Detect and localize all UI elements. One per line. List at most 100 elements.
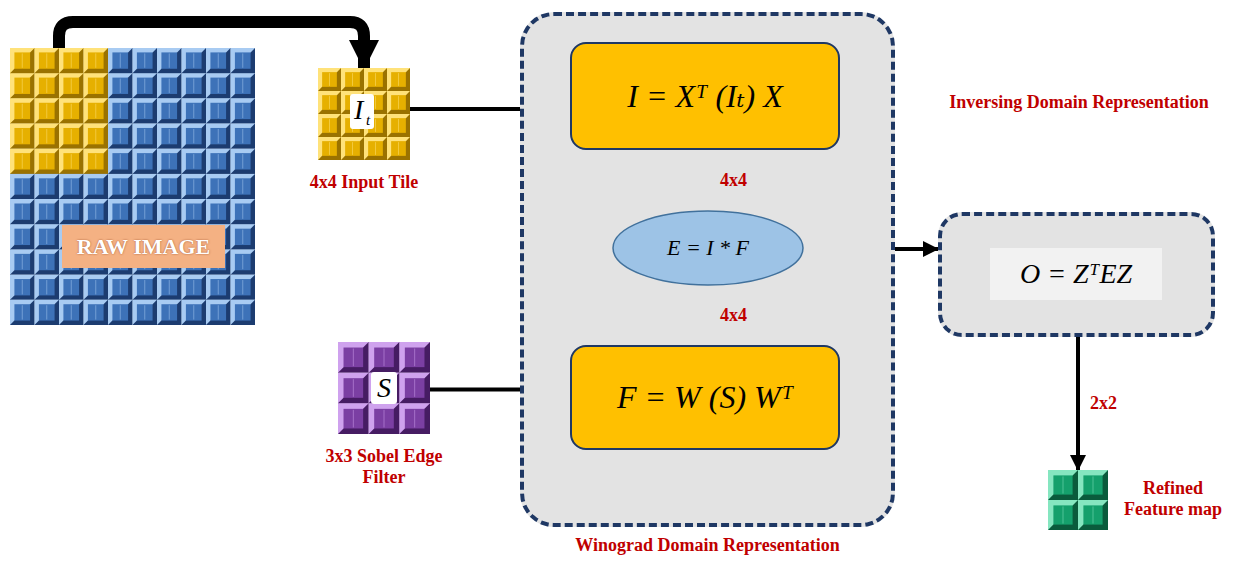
filter-caption: 3x3 Sobel Edge Filter	[316, 446, 452, 487]
pixel-face	[14, 229, 30, 245]
pixel-shine	[169, 280, 170, 294]
pixel-shine	[120, 179, 121, 193]
pixel-light	[157, 199, 182, 224]
pixel-dark	[387, 137, 410, 160]
pixel-shine	[398, 119, 399, 132]
pixel-dark	[231, 224, 256, 249]
pixel-face	[161, 304, 177, 320]
pixel-light	[387, 137, 410, 160]
pixel-dark	[35, 124, 60, 149]
pixel-light	[341, 137, 364, 160]
pixel-face	[14, 178, 30, 194]
pixel-light	[59, 149, 84, 174]
pixel-light	[157, 124, 182, 149]
pixel-face	[63, 52, 79, 68]
pixel-shine	[95, 205, 96, 219]
pixel-shine	[71, 104, 72, 118]
pixel-face	[88, 204, 104, 220]
pixel-face	[39, 103, 55, 119]
pixel-shine	[22, 305, 23, 319]
pixel-dark	[10, 275, 35, 300]
pixel-light	[59, 73, 84, 98]
pixel-face	[14, 103, 30, 119]
pixel-dark	[133, 149, 158, 174]
pixel-dark	[206, 124, 231, 149]
pixel-light	[157, 275, 182, 300]
pixel-shine	[375, 96, 376, 109]
pixel-face	[405, 348, 425, 368]
pixel-dark	[206, 174, 231, 199]
pixel-light	[133, 300, 158, 325]
pixel-face	[14, 52, 30, 68]
pixel-dark	[182, 149, 207, 174]
pixel-light	[182, 149, 207, 174]
pixel-dark	[1078, 470, 1108, 500]
pixel-shine	[144, 280, 145, 294]
pixel-light	[231, 174, 256, 199]
pixel-grid	[1048, 470, 1108, 530]
pixel-shine	[384, 349, 385, 367]
pixel-dark	[35, 149, 60, 174]
pixel-dark	[108, 275, 133, 300]
pixel-light	[231, 124, 256, 149]
pixel-light	[10, 249, 35, 274]
pixel-light	[35, 98, 60, 123]
pixel-shine	[329, 119, 330, 132]
pixel-light	[318, 68, 341, 91]
pixel-face	[161, 78, 177, 94]
pixel-dark	[157, 73, 182, 98]
pixel-face	[14, 279, 30, 295]
pixel-shine	[46, 230, 47, 244]
pixel-light	[133, 124, 158, 149]
pixel-dark	[10, 149, 35, 174]
pixel-face	[63, 153, 79, 169]
pixel-dark	[318, 91, 341, 114]
pixel-face	[391, 72, 406, 87]
pixel-dark	[108, 98, 133, 123]
pixel-face	[137, 52, 153, 68]
pixel-shine	[242, 129, 243, 143]
pixel-face	[88, 78, 104, 94]
pixel-dark	[84, 199, 109, 224]
pixel-light	[399, 342, 430, 373]
pixel-dark	[338, 373, 369, 404]
pixel-light	[387, 114, 410, 137]
pixel-light	[399, 403, 430, 434]
pixel-light	[206, 149, 231, 174]
pixel-dark	[133, 48, 158, 73]
pixel-shine	[95, 53, 96, 67]
pixel-shine	[193, 179, 194, 193]
pixel-light	[318, 91, 341, 114]
pixel-light	[157, 174, 182, 199]
pixel-face	[186, 178, 202, 194]
pixel-light	[59, 300, 84, 325]
pixel-light	[10, 224, 35, 249]
pixel-dark	[387, 91, 410, 114]
pixel-shine	[46, 154, 47, 168]
pixel-light	[10, 98, 35, 123]
pixel-face	[235, 304, 251, 320]
pixel-face	[88, 279, 104, 295]
pixel-light	[108, 98, 133, 123]
pixel-shine	[218, 129, 219, 143]
pixel-shine	[218, 79, 219, 93]
pixel-light	[157, 98, 182, 123]
pixel-shine	[242, 154, 243, 168]
pixel-face	[39, 204, 55, 220]
pixel-light	[35, 149, 60, 174]
pixel-dark	[59, 48, 84, 73]
pixel-dark	[387, 68, 410, 91]
pixel-face	[112, 204, 128, 220]
pixel-shine	[218, 53, 219, 67]
pixel-light	[84, 199, 109, 224]
pixel-light	[133, 73, 158, 98]
pixel-light	[59, 48, 84, 73]
formula-text: I = Xᵀ (Iₜ) X	[627, 77, 783, 115]
pixel-light	[84, 73, 109, 98]
pixel-shine	[46, 53, 47, 67]
pixel-dark	[206, 73, 231, 98]
pixel-shine	[414, 379, 415, 397]
pixel-light	[35, 224, 60, 249]
pixel-shine	[242, 104, 243, 118]
pixel-shine	[120, 205, 121, 219]
